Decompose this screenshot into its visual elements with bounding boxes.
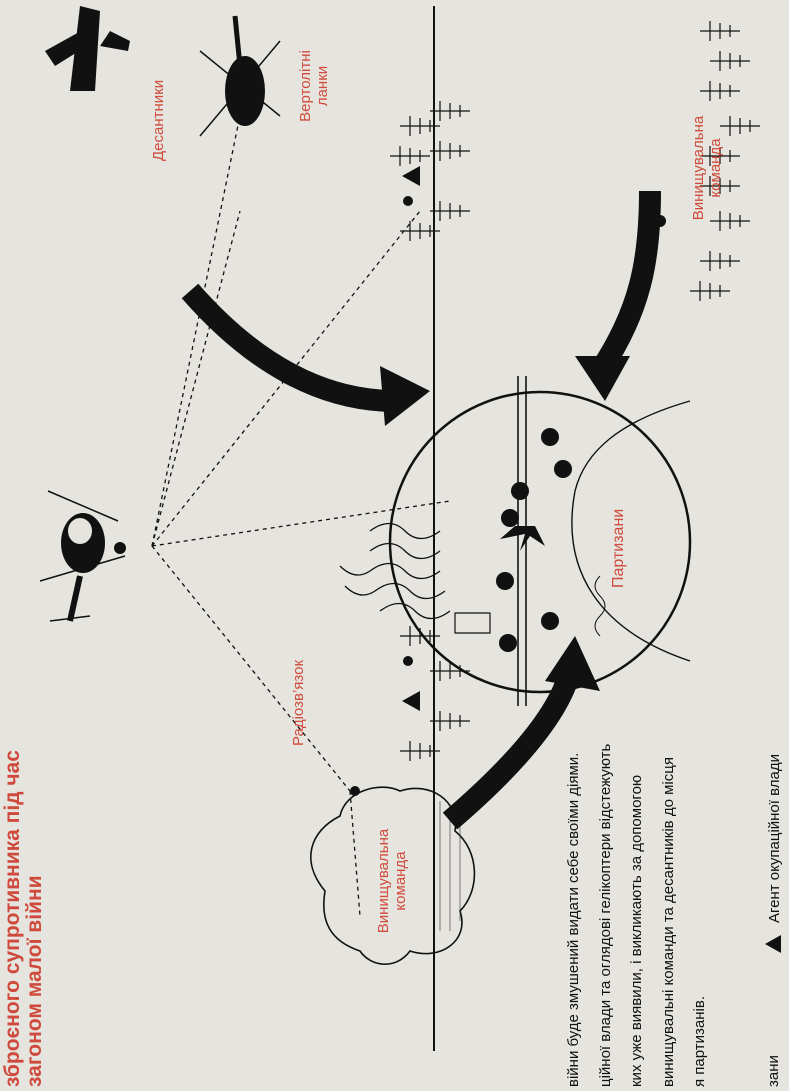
description-line-4: винищувальні команди та десантників до м…: [653, 744, 685, 1087]
legend-item-partisans: зани: [765, 1055, 782, 1087]
observer-agent-dot: [114, 542, 126, 554]
description-text: війни буде змушений видати себе своїми д…: [558, 744, 716, 1087]
label-paratroopers: Десантники: [150, 80, 167, 161]
page-title-line-2: загоном малої війни: [24, 750, 46, 1087]
explosion-icon: [500, 526, 545, 551]
big-arrow-lower-left: [450, 671, 570, 821]
page-title: зброєного супротивника під час загоном м…: [2, 750, 46, 1087]
label-radio-link: Радіозв’язок: [290, 660, 307, 746]
partisan-dots: [496, 428, 572, 652]
observation-helicopter-icon: [40, 491, 125, 621]
big-arrow-upper-left: [190, 291, 395, 401]
triangle-icon: [765, 935, 781, 953]
house-icon: [455, 613, 490, 633]
description-line-2: ційної влади та оглядові гелікоптери від…: [590, 744, 622, 1087]
paratrooper-plane-icon: [45, 6, 130, 91]
description-line-5: я партизанів.: [684, 744, 716, 1087]
page-title-line-1: зброєного супротивника під час: [2, 750, 24, 1087]
label-destroyer-team-left: Винищувальна команда: [375, 821, 410, 941]
legend-item-agent: Агент окупаційної влади: [765, 754, 783, 953]
hill: [572, 401, 690, 661]
label-helicopter-units: Вертолітні ланки: [297, 36, 332, 136]
helicopter-unit-icon: [200, 16, 280, 136]
label-partisans: Партизани: [610, 509, 628, 588]
agent-right-triangle: [402, 166, 420, 186]
agent-dot-destroyer-left: [350, 786, 360, 796]
big-arrow-upper-right: [600, 191, 650, 371]
description-line-1: війни буде змушений видати себе своїми д…: [558, 744, 590, 1087]
description-line-3: ких уже виявили, і викликають за допомог…: [621, 744, 653, 1087]
tree-cluster-right: [390, 101, 470, 241]
label-destroyer-team-right: Винищувальна команда: [690, 113, 725, 223]
radio-links: [152, 91, 450, 916]
agent-left-triangle: [402, 691, 420, 711]
legend-item-agent-label: Агент окупаційної влади: [766, 754, 783, 923]
